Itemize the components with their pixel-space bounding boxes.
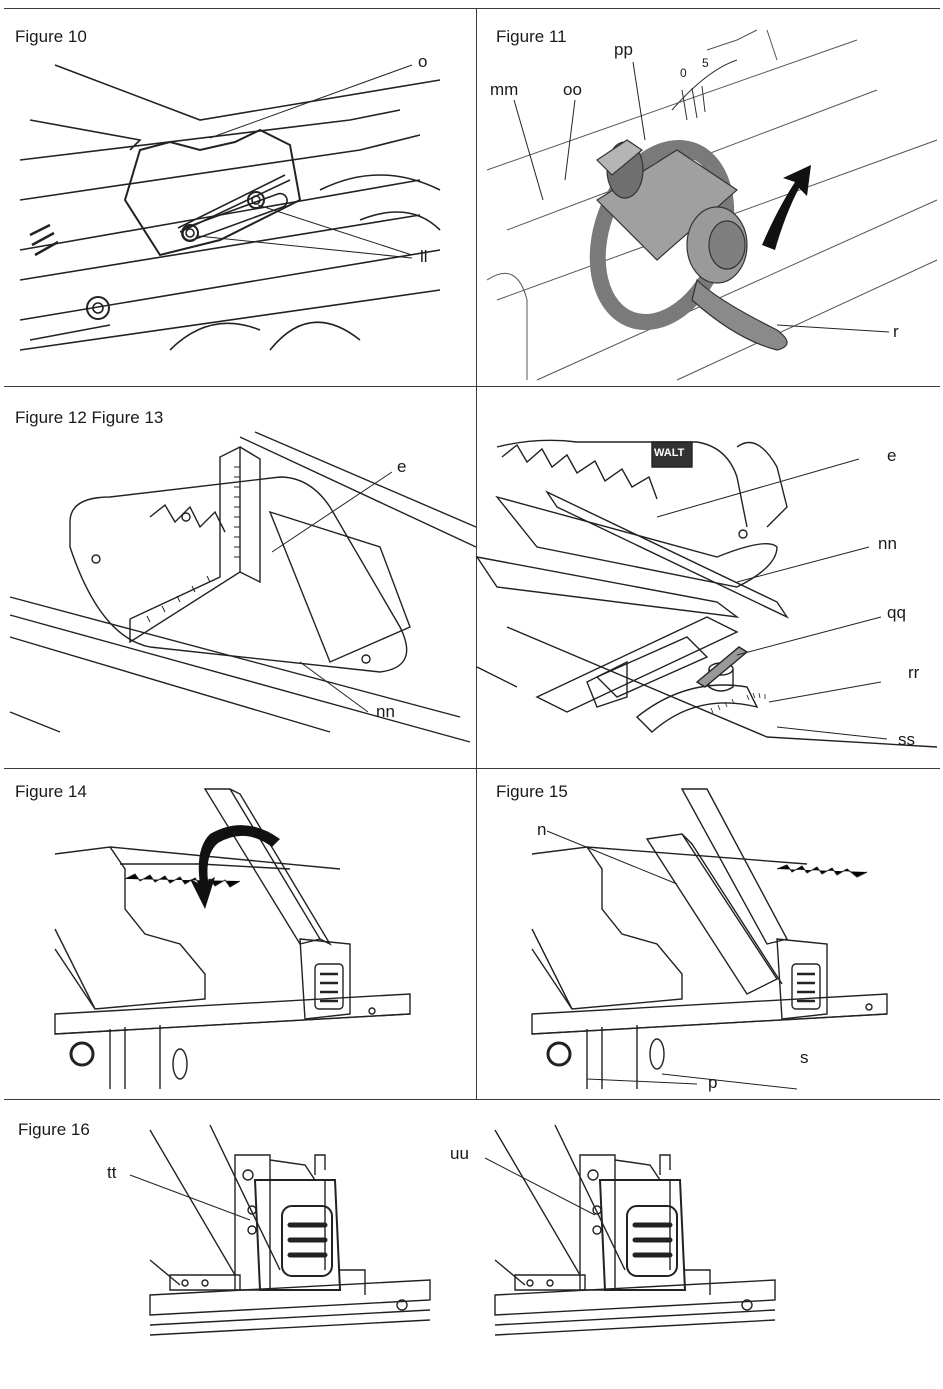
fig10-label-ll: ll xyxy=(420,247,428,266)
fig11-scale-5: 5 xyxy=(702,56,709,70)
fig11-label-pp: pp xyxy=(614,40,633,59)
fig13-label-ss: ss xyxy=(898,730,915,749)
figure-16-right-illustration xyxy=(485,1120,785,1350)
figure-15-caption: Figure 15 xyxy=(496,782,568,801)
figure-11-illustration xyxy=(477,0,943,386)
fig15-label-p: p xyxy=(708,1073,718,1092)
fig13-label-e: e xyxy=(887,446,897,465)
figure-16-caption: Figure 16 xyxy=(18,1120,90,1139)
figure-10-caption: Figure 10 xyxy=(15,27,87,46)
figure-11-caption: Figure 11 xyxy=(496,27,567,46)
fig11-label-mm: mm xyxy=(490,80,519,99)
figure-14-caption: Figure 14 xyxy=(15,782,87,801)
frame-top-rule xyxy=(4,8,940,9)
figure-12-13-caption: Figure 12 Figure 13 xyxy=(15,408,164,427)
column-divider-rule xyxy=(476,8,477,1100)
fig10-label-o: o xyxy=(418,52,428,71)
row-divider-rule-3 xyxy=(4,1099,940,1100)
figure-10-leader-lines xyxy=(0,0,476,386)
fig15-label-n: n xyxy=(537,820,547,839)
figure-12-illustration xyxy=(0,387,476,768)
figure-10-illustration xyxy=(20,50,460,370)
fig13-label-nn: nn xyxy=(878,534,897,553)
figure-15-illustration xyxy=(477,769,943,1099)
figure-16-left-illustration xyxy=(140,1120,440,1350)
fig16-label-uu: uu xyxy=(450,1144,469,1163)
row-divider-rule-2 xyxy=(4,768,940,769)
row-divider-rule-1 xyxy=(4,386,940,387)
figure-13-illustration xyxy=(477,387,943,768)
fig11-label-r: r xyxy=(893,322,899,341)
fig12-label-e: e xyxy=(397,457,407,476)
fig15-label-s: s xyxy=(800,1048,809,1067)
fig12-label-nn: nn xyxy=(376,702,395,721)
fig11-label-oo: oo xyxy=(563,80,582,99)
fig13-brand-mark: WALT xyxy=(654,447,685,459)
fig11-scale-0: 0 xyxy=(680,66,687,80)
figure-14-illustration xyxy=(0,769,476,1099)
fig13-label-rr: rr xyxy=(908,663,920,682)
fig16-label-tt: tt xyxy=(107,1163,117,1182)
fig13-label-qq: qq xyxy=(887,603,906,622)
